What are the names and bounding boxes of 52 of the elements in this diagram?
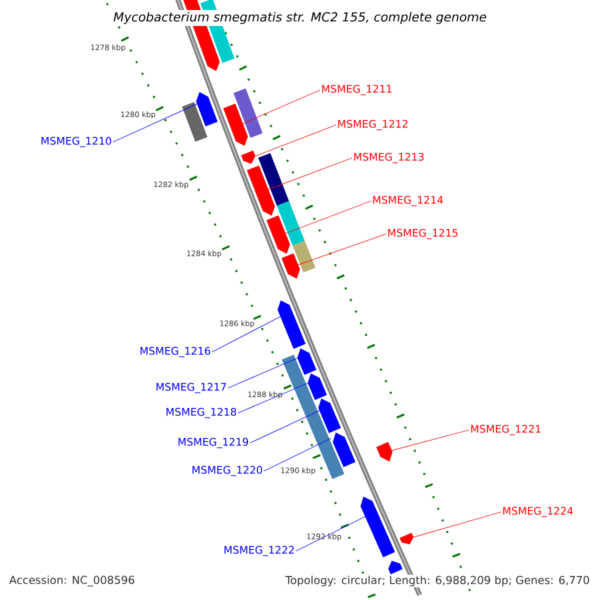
leader-line <box>238 382 308 414</box>
gene-feature <box>318 398 341 434</box>
gene-feature <box>278 300 306 349</box>
gene-block <box>292 240 316 273</box>
gene-feature <box>388 560 403 574</box>
gene-feature <box>360 496 395 558</box>
leader-line <box>228 358 298 388</box>
leader-line <box>413 512 502 538</box>
gene-label: MSMEG_1211 <box>322 84 392 96</box>
gene-feature <box>400 532 414 544</box>
gene-label: MSMEG_1212 <box>338 120 408 130</box>
gene-feature <box>246 166 275 216</box>
gene-feature <box>282 253 300 279</box>
gene-feature <box>332 432 356 468</box>
gene-block <box>282 354 344 480</box>
footer-text: Accession: NC_008596 <box>8 574 136 588</box>
gene-label: MSMEG_1216 <box>140 346 210 358</box>
gene-label: MSMEG_1214 <box>373 196 443 206</box>
gene-feature <box>241 150 256 164</box>
gene-feature <box>308 373 327 400</box>
footer-text: Topology: circular; Length: 6,988,209 bp; Genes: 6,770 <box>284 574 591 588</box>
gene-block <box>234 88 263 138</box>
leader-line <box>242 90 320 124</box>
gene-feature <box>196 92 218 126</box>
leader-line <box>285 200 372 234</box>
gene-label: MSMEG_1213 <box>354 152 424 164</box>
leader-line <box>268 158 352 190</box>
gene-label: MSMEG_1222 <box>224 546 294 556</box>
leader-line <box>392 430 470 451</box>
leader-line <box>264 438 332 472</box>
gene-block <box>182 102 208 142</box>
leader-line <box>255 124 336 156</box>
gene-feature <box>376 442 393 462</box>
title: Mycobacterium smegmatis str. MC2 155, complete genome <box>111 10 489 26</box>
gene-feature <box>297 348 316 375</box>
gene-label: MSMEG_1221 <box>471 424 540 436</box>
leader-line <box>112 104 198 142</box>
gene-label: MSMEG_1224 <box>503 506 573 518</box>
gene-block <box>258 153 290 208</box>
gene-label: MSMEG_1219 <box>178 438 248 448</box>
gene-label: MSMEG_1218 <box>166 408 236 418</box>
gene-label: MSMEG_1215 <box>388 228 458 240</box>
gene-label: MSMEG_1220 <box>192 466 262 476</box>
leader-line <box>298 234 386 266</box>
gene-block <box>276 200 305 246</box>
leader-line <box>212 316 281 352</box>
leader-line <box>250 410 320 444</box>
gene-feature <box>223 104 248 146</box>
gene-label: MSMEG_1217 <box>156 382 226 394</box>
leader-line <box>296 516 366 552</box>
gene-feature <box>266 215 290 254</box>
gene-label: MSMEG_1210 <box>42 136 112 148</box>
